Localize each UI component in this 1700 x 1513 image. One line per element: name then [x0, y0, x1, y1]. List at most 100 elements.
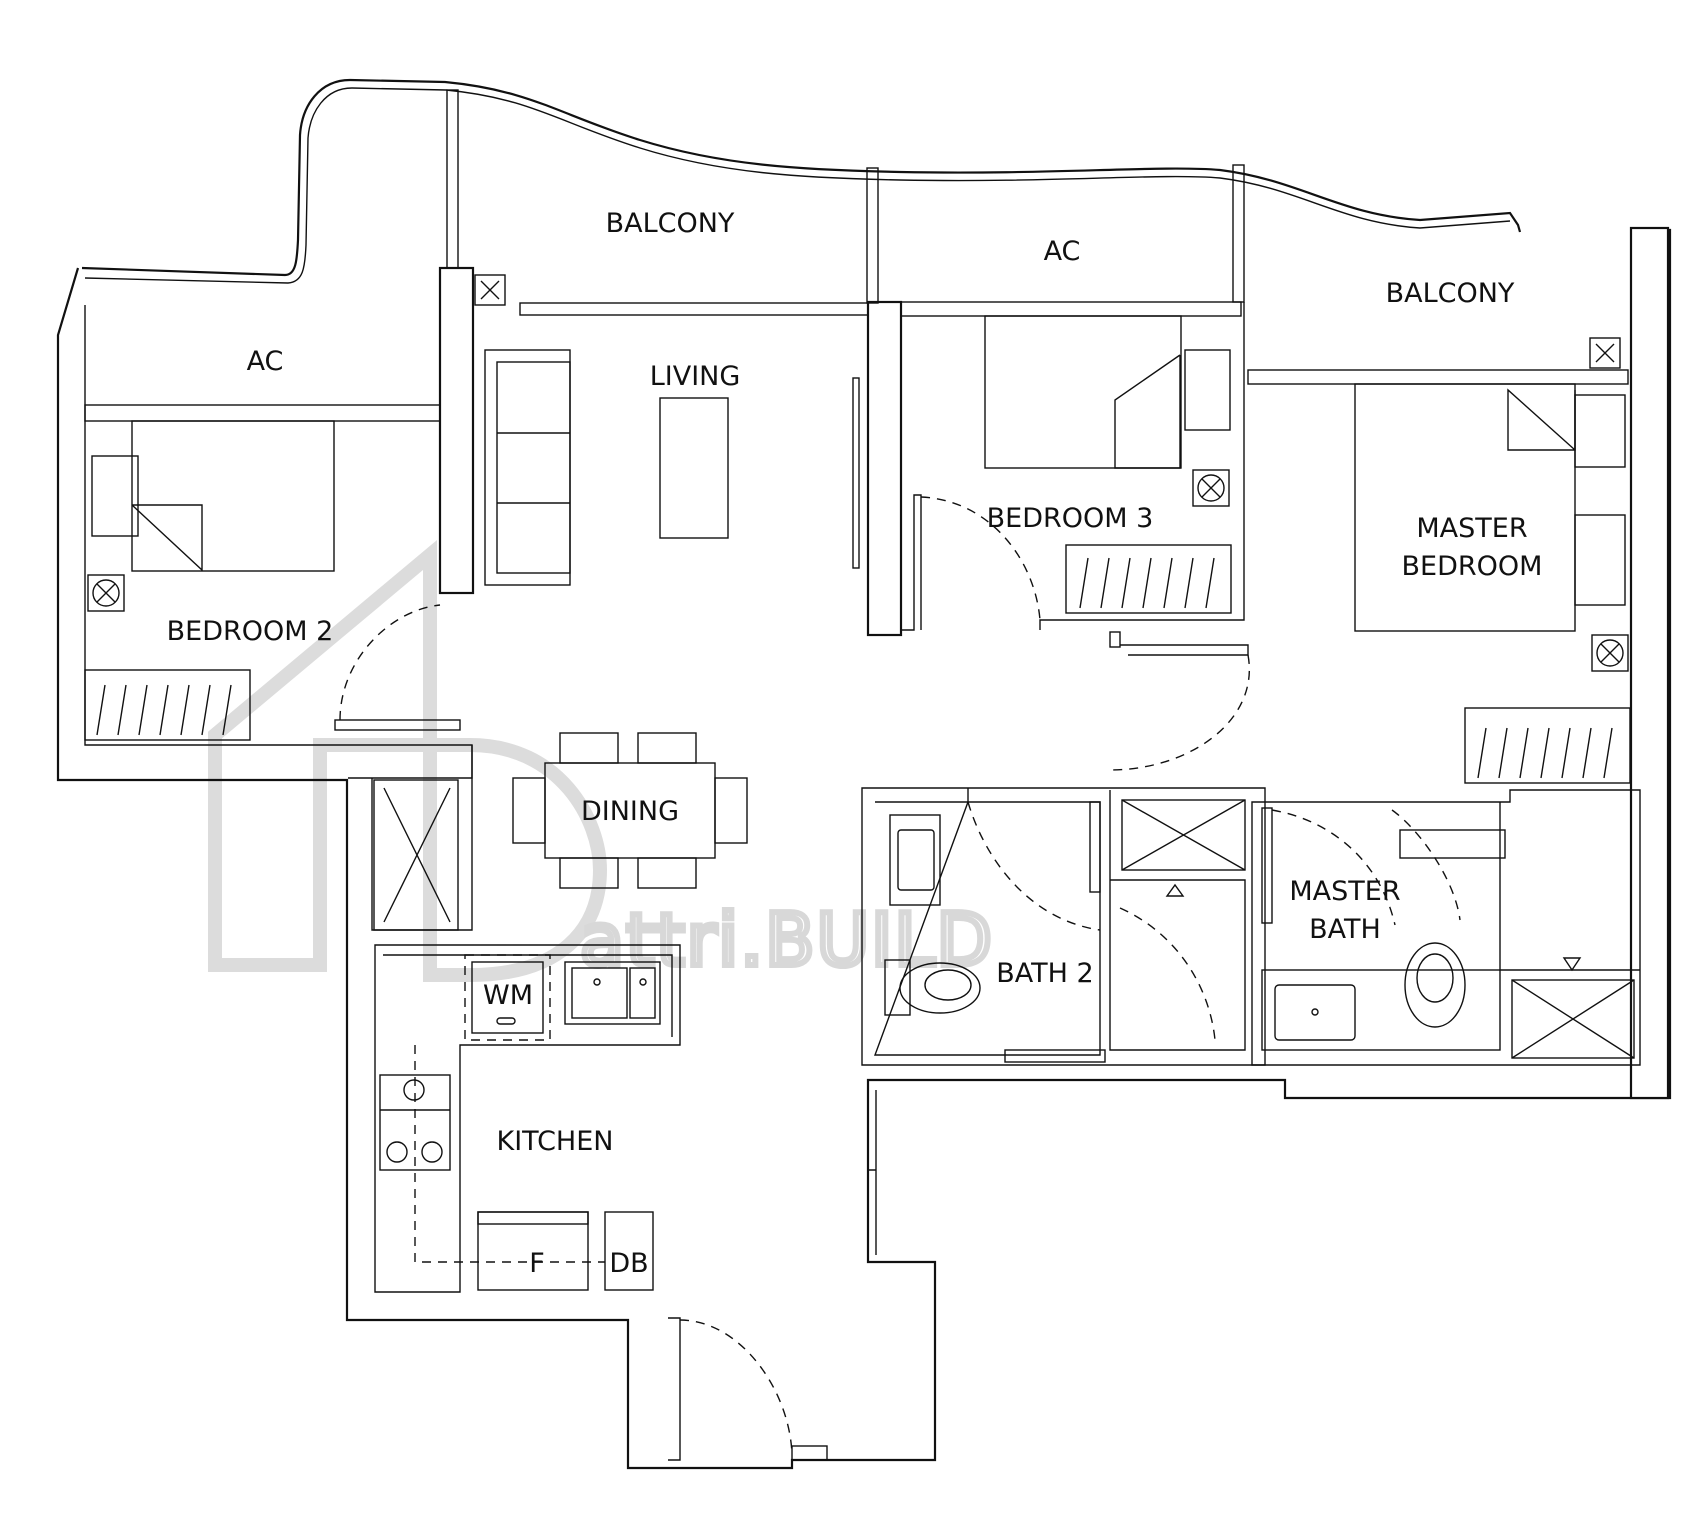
wardrobe-bedroom3: [1065, 544, 1232, 614]
sink-basin-right: [629, 967, 656, 1019]
balcony-partition-left: [446, 89, 459, 269]
label-balcony-right: BALCONY: [1386, 278, 1515, 309]
balcony-partition-right: [1232, 164, 1245, 303]
label-ac-left: AC: [247, 346, 284, 377]
sink-basin-left: [571, 967, 628, 1019]
label-bedroom3: BEDROOM 3: [987, 503, 1154, 534]
masterbath-basin: [1274, 984, 1356, 1041]
wardrobe-hatch-bedroom3: [1079, 557, 1215, 609]
chair-top-left: [559, 732, 619, 764]
ac-unit-master: [1589, 337, 1621, 369]
nightstand-master-bottom: [1574, 514, 1626, 606]
washing-machine: [471, 961, 544, 1034]
nightstand-master-top: [1574, 394, 1626, 468]
bath2-basin: [889, 814, 941, 906]
sink-drain-left: [593, 978, 601, 986]
washing-machine-label: WM: [483, 980, 533, 1011]
wardrobe-bedroom2: [84, 669, 251, 741]
shaft-kitchen-cross: [383, 787, 451, 923]
sofa-seat: [496, 361, 571, 574]
door-swing-bath2: [967, 801, 1101, 931]
door-masterbath: [1261, 807, 1273, 924]
wall-bedroom3: [901, 302, 1245, 631]
door-swing-masterbath: [1271, 809, 1396, 926]
window-bedroom2: [84, 404, 441, 422]
nightstand-bedroom3: [1184, 349, 1231, 431]
label-living: LIVING: [650, 361, 741, 392]
tv-console: [852, 377, 860, 569]
balcony-railing-inner: [84, 87, 1511, 284]
door-swing-shower-bath2: [1119, 907, 1216, 1041]
masterbath-shower-wall: [1499, 802, 1640, 971]
window-master: [1247, 369, 1629, 385]
masterbath-vanity: [1261, 969, 1501, 1051]
bed-master: [1354, 383, 1576, 632]
sink-drain-right: [639, 978, 647, 986]
masterbath-toilet: [1404, 942, 1466, 1028]
wardrobe-hatch-master: [1477, 727, 1613, 779]
shower-head-bath2: [1165, 883, 1185, 897]
chair-top-right: [637, 732, 697, 764]
kitchen-counter: [374, 944, 681, 1293]
label-balcony-left: BALCONY: [606, 208, 735, 239]
masterbath-cistern: [1399, 829, 1506, 859]
masterbath-toilet-seat: [1416, 953, 1454, 1003]
fridge-label: F: [529, 1248, 545, 1279]
label-master-bath-line1: MASTER: [1289, 876, 1400, 907]
shower-head-masterbath: [1562, 957, 1582, 972]
balcony-partition-center: [866, 167, 879, 304]
chair-left: [512, 777, 546, 844]
kitchen-dashed-line: [414, 1045, 605, 1263]
bath2-toilet: [899, 962, 981, 1014]
wall-kitchen-left: [371, 745, 473, 931]
kitchen-sink: [564, 961, 661, 1025]
window-bedroom3: [900, 301, 1242, 317]
label-bedroom2: BEDROOM 2: [167, 616, 334, 647]
door-swing-master: [1109, 654, 1251, 771]
sofa: [484, 349, 571, 586]
ac-unit-bedroom3: [1192, 469, 1230, 507]
door-swing-entrance: [679, 1319, 793, 1456]
nightstand-bedroom2: [91, 455, 139, 537]
ac-unit-bedroom2: [87, 574, 125, 612]
shaft-bath: [1121, 799, 1246, 871]
label-ac-center: AC: [1044, 236, 1081, 267]
label-master-bedroom-line1: MASTER: [1416, 513, 1527, 544]
cooktop: [379, 1074, 451, 1171]
bed-fold-bedroom3: [1114, 354, 1181, 469]
door-bedroom2: [334, 719, 461, 731]
shower-bath2: [1109, 790, 1246, 1051]
kitchen-window: [867, 1080, 877, 1262]
bed-fold-master: [1507, 388, 1576, 451]
washing-machine-outline: [464, 954, 551, 1041]
column-left: [438, 266, 475, 595]
watermark-logo-d: [423, 738, 608, 982]
chair-bottom-right: [637, 857, 697, 889]
column-right: [1629, 226, 1670, 1100]
watermark-text: attri.BUILD: [580, 898, 994, 982]
shower-masterbath-cross: [1511, 979, 1635, 1059]
masterbath-inner: [1251, 789, 1641, 1066]
shaft-kitchen: [373, 779, 459, 931]
label-dining: DINING: [581, 796, 679, 827]
bed-fold-bedroom2: [131, 504, 203, 572]
chair-right: [714, 777, 748, 844]
label-master-bath-line2: BATH: [1309, 914, 1381, 945]
shaft-bath-cross: [1121, 799, 1246, 871]
bed-bedroom2: [131, 420, 335, 572]
distribution-board-label: DB: [609, 1248, 648, 1279]
entrance-jamb: [668, 1317, 681, 1461]
bath2-cistern: [884, 959, 911, 1016]
masterbath-basin-drain: [1311, 1008, 1319, 1016]
window-living: [519, 302, 871, 316]
burner-bottom-right: [421, 1141, 443, 1163]
kitchen-counter-inner: [383, 954, 673, 1037]
wall-stub-bedroom3: [1109, 631, 1121, 648]
chair-bottom-left: [559, 857, 619, 889]
fridge-top: [477, 1211, 589, 1225]
door-swing-bedroom2: [339, 604, 441, 721]
door-swing-masterbath-2: [1391, 809, 1461, 921]
balcony-railing: [81, 78, 1522, 277]
bed-bedroom3: [984, 315, 1182, 469]
